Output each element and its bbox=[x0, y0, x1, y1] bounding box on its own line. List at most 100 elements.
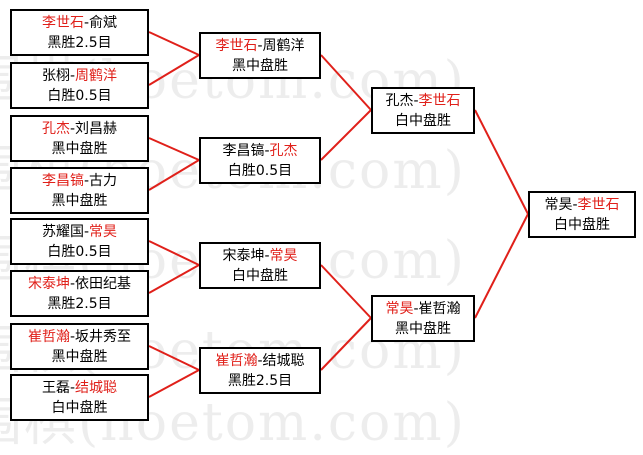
winner-name: 李世石 bbox=[418, 92, 461, 109]
loser-name: 苏耀国 bbox=[41, 223, 84, 240]
separator: - bbox=[257, 37, 263, 54]
match-players: 王磊-结城聪 bbox=[12, 378, 147, 398]
match-players: 宋泰坤-常昊 bbox=[201, 246, 319, 266]
match-result: 黑中盘胜 bbox=[51, 192, 108, 209]
loser-name: 李昌镐 bbox=[222, 142, 265, 159]
separator: - bbox=[413, 92, 419, 109]
match-players: 李昌镐-孔杰 bbox=[201, 141, 319, 161]
match-result: 黑中盘胜 bbox=[232, 57, 288, 74]
match-box: 孔杰-李世石白中盘胜 bbox=[371, 87, 475, 134]
match-result: 黑胜2.5目 bbox=[47, 295, 112, 312]
connector-line bbox=[148, 159, 200, 191]
winner-name: 李世石 bbox=[577, 196, 620, 213]
separator: - bbox=[257, 352, 263, 369]
separator: - bbox=[69, 328, 76, 345]
match-box: 崔哲瀚-坂井秀至黑中盘胜 bbox=[10, 323, 149, 370]
match-players: 宋泰坤-依田纪基 bbox=[12, 274, 147, 294]
loser-name: 古力 bbox=[89, 172, 118, 189]
match-box: 宋泰坤-常昊白中盘胜 bbox=[199, 242, 321, 289]
separator: - bbox=[264, 142, 270, 159]
match-result: 黑中盘胜 bbox=[51, 348, 108, 365]
match-box: 李昌镐-孔杰白胜0.5目 bbox=[199, 137, 321, 184]
connector-line bbox=[148, 240, 200, 266]
separator: - bbox=[572, 196, 578, 213]
match-players: 常昊-李世石 bbox=[530, 195, 634, 215]
match-players: 李昌镐-古力 bbox=[12, 171, 147, 191]
winner-name: 李世石 bbox=[41, 14, 84, 31]
match-box: 苏耀国-常昊白胜0.5目 bbox=[10, 218, 149, 265]
match-box: 张栩-周鹤洋白胜0.5目 bbox=[10, 62, 149, 109]
match-result: 白中盘胜 bbox=[395, 112, 451, 129]
match-players: 张栩-周鹤洋 bbox=[12, 66, 147, 86]
connector-line bbox=[320, 317, 372, 371]
match-players: 崔哲瀚-坂井秀至 bbox=[12, 327, 147, 347]
loser-name: 结城聪 bbox=[262, 352, 305, 369]
match-result: 白中盘胜 bbox=[51, 399, 108, 416]
separator: - bbox=[83, 223, 90, 240]
connector-line bbox=[148, 31, 200, 56]
winner-name: 李世石 bbox=[215, 37, 258, 54]
loser-name: 孔杰 bbox=[385, 92, 414, 109]
match-result: 白中盘胜 bbox=[554, 216, 610, 233]
separator: - bbox=[83, 172, 90, 189]
connector-line bbox=[474, 213, 529, 319]
loser-name: 周鹤洋 bbox=[262, 37, 305, 54]
winner-name: 孔杰 bbox=[41, 120, 70, 137]
separator: - bbox=[69, 120, 76, 137]
separator: - bbox=[69, 275, 76, 292]
loser-name: 坂井秀至 bbox=[75, 328, 132, 345]
winner-name: 常昊 bbox=[89, 223, 118, 240]
separator: - bbox=[69, 67, 76, 84]
winner-name: 结城聪 bbox=[75, 379, 118, 396]
loser-name: 张栩 bbox=[41, 67, 70, 84]
separator: - bbox=[264, 247, 270, 264]
loser-name: 刘昌赫 bbox=[75, 120, 118, 137]
match-players: 崔哲瀚-结城聪 bbox=[201, 351, 319, 371]
match-players: 常昊-崔哲瀚 bbox=[373, 299, 473, 319]
match-box: 李世石-周鹤洋黑中盘胜 bbox=[199, 32, 321, 79]
separator: - bbox=[69, 379, 76, 396]
connector-line bbox=[474, 109, 529, 215]
match-result: 黑中盘胜 bbox=[395, 320, 451, 337]
loser-name: 常昊 bbox=[544, 196, 573, 213]
connector-line bbox=[320, 109, 372, 161]
separator: - bbox=[413, 300, 419, 317]
bracket-connectors bbox=[148, 31, 529, 398]
match-box: 王磊-结城聪白中盘胜 bbox=[10, 374, 149, 421]
winner-name: 宋泰坤 bbox=[27, 275, 70, 292]
winner-name: 崔哲瀚 bbox=[27, 328, 70, 345]
match-players: 孔杰-李世石 bbox=[373, 91, 473, 111]
match-box: 孔杰-刘昌赫黑中盘胜 bbox=[10, 115, 149, 162]
separator: - bbox=[83, 14, 90, 31]
connector-line bbox=[320, 264, 372, 319]
match-box: 常昊-崔哲瀚黑中盘胜 bbox=[371, 295, 475, 342]
match-result: 白胜0.5目 bbox=[47, 243, 112, 260]
match-box: 李昌镐-古力黑中盘胜 bbox=[10, 167, 149, 214]
match-result: 白胜0.5目 bbox=[227, 162, 293, 179]
match-players: 孔杰-刘昌赫 bbox=[12, 119, 147, 139]
match-result: 白中盘胜 bbox=[232, 267, 288, 284]
match-players: 李世石-俞斌 bbox=[12, 13, 147, 33]
connector-line bbox=[320, 54, 372, 111]
winner-name: 常昊 bbox=[269, 247, 298, 264]
loser-name: 崔哲瀚 bbox=[418, 300, 461, 317]
match-box: 崔哲瀚-结城聪黑胜2.5目 bbox=[199, 347, 321, 394]
connector-line bbox=[148, 369, 200, 398]
match-box: 宋泰坤-依田纪基黑胜2.5目 bbox=[10, 270, 149, 317]
loser-name: 俞斌 bbox=[89, 14, 118, 31]
match-result: 黑中盘胜 bbox=[51, 140, 108, 157]
match-result: 黑胜2.5目 bbox=[47, 34, 112, 51]
connector-line bbox=[148, 137, 200, 161]
match-box: 李世石-俞斌黑胜2.5目 bbox=[10, 9, 149, 56]
connector-line bbox=[148, 54, 200, 86]
loser-name: 宋泰坤 bbox=[222, 247, 265, 264]
winner-name: 常昊 bbox=[385, 300, 414, 317]
winner-name: 周鹤洋 bbox=[75, 67, 118, 84]
match-players: 苏耀国-常昊 bbox=[12, 222, 147, 242]
winner-name: 李昌镐 bbox=[41, 172, 84, 189]
match-result: 黑胜2.5目 bbox=[227, 372, 293, 389]
winner-name: 孔杰 bbox=[269, 142, 298, 159]
loser-name: 王磊 bbox=[41, 379, 70, 396]
match-result: 白胜0.5目 bbox=[47, 87, 112, 104]
loser-name: 依田纪基 bbox=[75, 275, 132, 292]
